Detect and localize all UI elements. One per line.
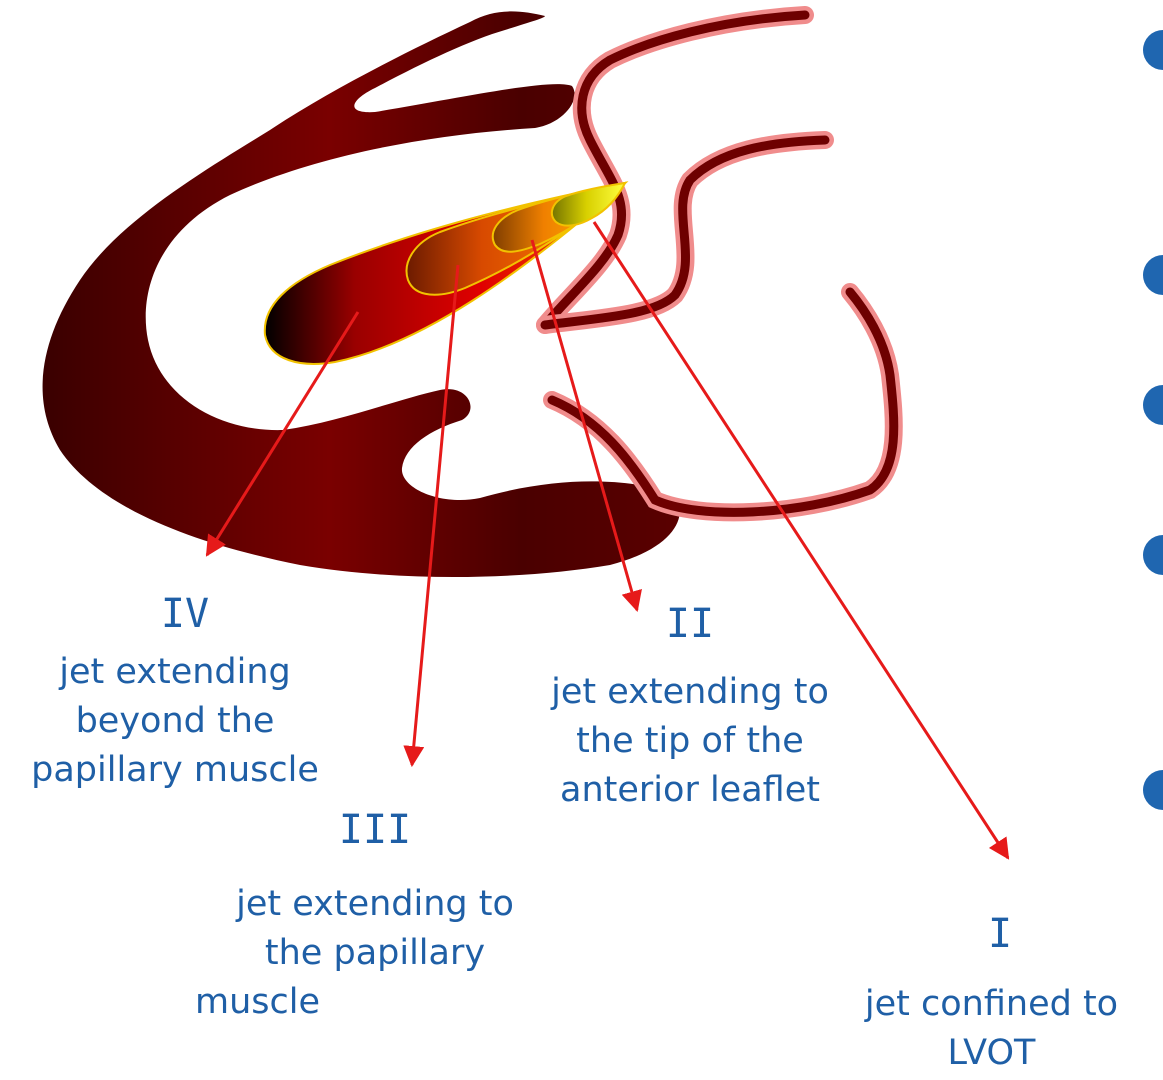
- grade-1-line-2: LVOT: [820, 1029, 1163, 1078]
- anterior-leaflet-inner: [545, 140, 825, 325]
- grade-2-description: jet extending to the tip of the anterior…: [510, 668, 870, 815]
- grade-3-line-1: jet extending to: [195, 880, 555, 929]
- grade-3-line-2: the papillary: [195, 929, 555, 978]
- grade-1-line-1: jet confined to: [820, 980, 1163, 1029]
- grade-2-line-1: jet extending to: [510, 668, 870, 717]
- grade-2-line-3: anterior leaflet: [510, 766, 870, 815]
- grade-4-numeral: IV: [145, 592, 225, 636]
- grade-3-line-3: muscle: [195, 978, 555, 1027]
- grade-4-description: jet extending beyond the papillary muscl…: [5, 648, 345, 795]
- regurgitant-jet: [265, 183, 625, 364]
- grade-3-numeral: III: [325, 808, 425, 852]
- grade-4-line-2: beyond the: [5, 697, 345, 746]
- grade-2-numeral: II: [650, 602, 730, 646]
- grade-2-line-2: the tip of the: [510, 717, 870, 766]
- grade-4-line-1: jet extending: [5, 648, 345, 697]
- grade-4-line-3: papillary muscle: [5, 746, 345, 795]
- grade-1-description: jet confined to LVOT: [820, 980, 1163, 1078]
- grade-1-numeral: I: [960, 912, 1040, 956]
- grade-3-description: jet extending to the papillary muscle: [195, 880, 555, 1027]
- atrium-and-valve: [545, 15, 894, 512]
